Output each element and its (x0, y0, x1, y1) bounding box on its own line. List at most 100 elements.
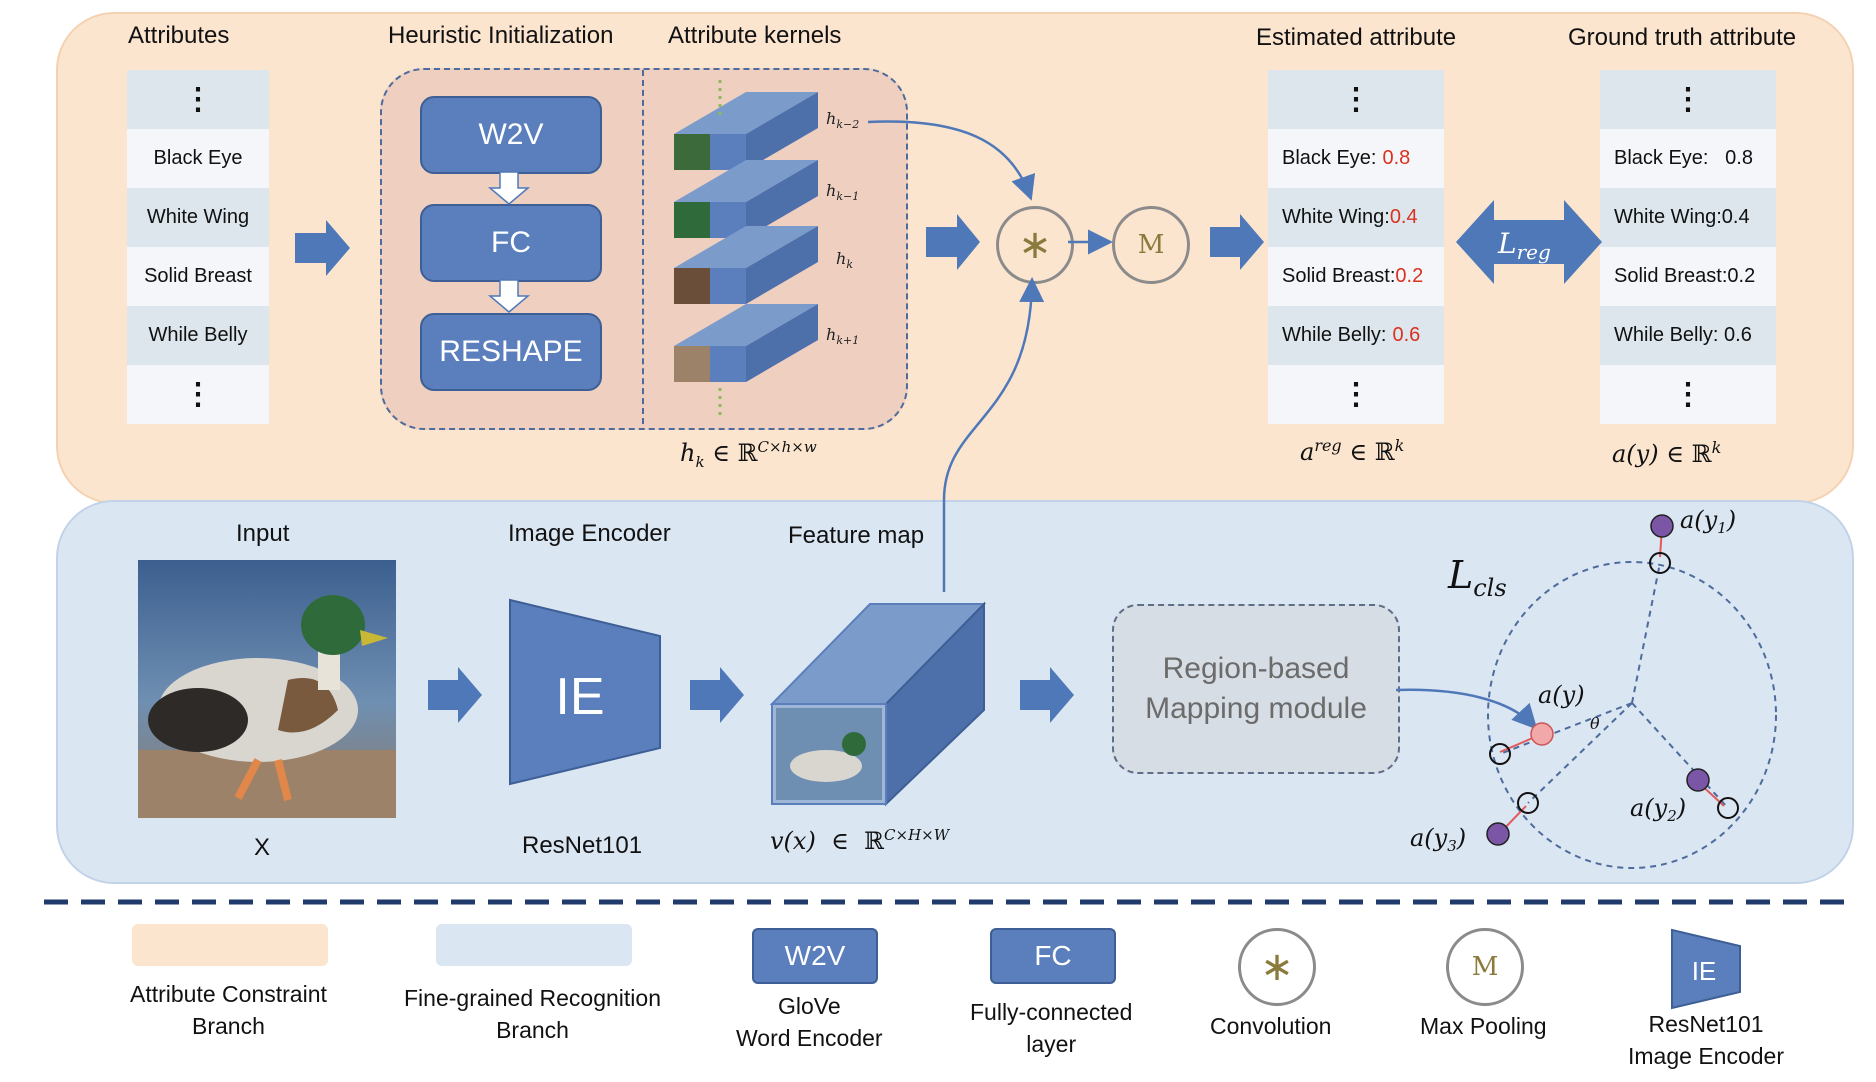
kernel-label: hk+1 (826, 325, 859, 347)
point-label: a(y2) (1630, 794, 1686, 825)
reshape-block: RESHAPE (420, 313, 602, 391)
kernel-stack (674, 80, 818, 418)
input-title: Input (236, 520, 290, 547)
attributes-list: ⋮ Black Eye White Wing Solid Breast Whil… (127, 70, 269, 424)
legend-line: layer (1026, 1031, 1077, 1058)
input-duck-image (138, 560, 396, 818)
lcls-embedding-space: Lcls a(y1) a(y) θ a(y2) a(y3) (1410, 506, 1777, 869)
flow-arrow (1210, 214, 1264, 270)
feature-formula: v(x) ∈ ℝC×H×W (770, 826, 950, 855)
attribute-name: White Wing: (1282, 206, 1390, 228)
legend-w2v-block: W2V (752, 928, 878, 984)
ground-truth-attribute-list: ⋮ Black Eye: 0.8 White Wing:0.4 Solid Br… (1600, 70, 1776, 424)
attribute-item: Black Eye (127, 129, 269, 188)
ground-truth-item: Black Eye: 0.8 (1600, 129, 1776, 188)
legend-line: Attribute Constraint (130, 981, 327, 1007)
legend-w2v-label: GloVe Word Encoder (736, 990, 883, 1054)
kernel-to-conv-arrow (867, 120, 1036, 201)
flow-arrow (428, 667, 482, 723)
module-to-embedding-arrow (1395, 688, 1538, 730)
legend-attr-swatch (132, 924, 328, 966)
estimated-attribute-list: ⋮ Black Eye:0.8 White Wing:0.4 Solid Bre… (1268, 70, 1444, 424)
estimated-formula: areg ∈ ℝk (1300, 436, 1405, 466)
kernel-labels: hk−2 hk−1 hk hk+1 (826, 109, 859, 347)
flow-arrow (1020, 667, 1074, 723)
legend-fc-block: FC (990, 928, 1116, 984)
attribute-item: While Belly (127, 306, 269, 365)
w2v-block: W2V (420, 96, 602, 174)
ellipsis: ⋮ (1268, 70, 1444, 129)
legend-line: Fully-connected (970, 999, 1133, 1025)
attribute-value: 0.4 (1389, 206, 1418, 228)
input-label: X (254, 834, 271, 861)
attribute-item: White Wing (127, 188, 269, 247)
angle-label: θ (1590, 714, 1600, 733)
kernel-formula: hk ∈ ℝC×h×w (680, 438, 817, 471)
attribute-name: Solid Breast: (1282, 265, 1396, 287)
legend-line: GloVe (777, 993, 841, 1019)
legend-line: Word Encoder (736, 1025, 883, 1052)
feature-map-title: Feature map (788, 522, 925, 549)
module-line: Mapping module (1145, 692, 1367, 725)
ellipsis: ⋮ (1600, 70, 1776, 129)
attribute-name: Black Eye: (1282, 147, 1377, 169)
image-encoder-block: IE (509, 598, 661, 786)
ground-truth-item: Solid Breast:0.2 (1600, 247, 1776, 306)
point-label: a(y1) (1680, 506, 1736, 537)
attribute-kernels-title: Attribute kernels (668, 22, 842, 49)
legend-line: Image Encoder (1628, 1043, 1784, 1070)
down-arrow (487, 279, 531, 313)
down-arrow (487, 171, 531, 205)
feature-map-cuboid (770, 601, 987, 807)
feature-to-conv-arrow (942, 277, 1045, 592)
estimated-attribute-title: Estimated attribute (1256, 24, 1457, 51)
lcls-label: Lcls (1447, 553, 1507, 602)
attribute-value: 0.2 (1395, 265, 1424, 287)
class-point (1486, 822, 1510, 846)
ellipsis: ⋮ (1268, 365, 1444, 424)
ellipsis: ⋮ (1600, 365, 1776, 424)
ellipsis: ⋮ (127, 365, 269, 424)
image-encoder-title: Image Encoder (508, 520, 671, 547)
legend-line: Branch (496, 1017, 569, 1044)
legend-maxpool-symbol: M (1446, 928, 1524, 1006)
max-pooling-operator: M (1112, 206, 1190, 284)
flow-arrows (295, 214, 1264, 723)
attribute-value: 0.8 (1382, 147, 1411, 169)
legend-line: Branch (192, 1013, 265, 1040)
legend-line: Fine-grained Recognition (404, 985, 661, 1011)
kernel-cuboid (674, 160, 818, 238)
legend-ie-label: ResNet101 Image Encoder (1628, 1008, 1784, 1072)
kernel-label: hk−1 (826, 181, 859, 203)
legend-attr-label: Attribute Constraint Branch (130, 978, 327, 1042)
class-point (1650, 514, 1674, 538)
point-label: a(y3) (1410, 824, 1466, 855)
kernel-cuboid (674, 226, 818, 304)
legend-line: ResNet101 (1648, 1011, 1764, 1037)
kernel-label: hk (836, 249, 853, 271)
attribute-item: Solid Breast (127, 247, 269, 306)
flow-arrow (690, 667, 744, 723)
legend-recog-swatch (436, 924, 632, 966)
ie-label: IE (555, 668, 604, 726)
ground-truth-item: While Belly: 0.6 (1600, 306, 1776, 365)
encoder-label: ResNet101 (522, 832, 643, 859)
lreg-double-arrow (1456, 200, 1602, 284)
legend-convolution-symbol: ∗ (1238, 928, 1316, 1006)
class-point (1686, 768, 1710, 792)
legend-fc-label: Fully-connected layer (970, 996, 1132, 1060)
estimated-item: While Belly:0.6 (1268, 306, 1444, 365)
module-line: Region-based (1162, 651, 1350, 685)
ground-truth-formula: a(y) ∈ ℝk (1612, 438, 1722, 468)
kernel-cuboid (674, 304, 818, 382)
legend-maxpool-label: Max Pooling (1420, 1013, 1547, 1039)
ground-truth-item: White Wing:0.4 (1600, 188, 1776, 247)
attribute-value: 0.6 (1392, 324, 1421, 346)
legend-convolution-label: Convolution (1210, 1013, 1332, 1039)
kernel-label: hk−2 (826, 109, 859, 131)
estimated-item: White Wing:0.4 (1268, 188, 1444, 247)
ground-truth-attribute-title: Ground truth attribute (1568, 24, 1797, 51)
kernel-cuboid (674, 92, 818, 170)
divider (642, 70, 644, 424)
flow-arrow (295, 220, 350, 276)
